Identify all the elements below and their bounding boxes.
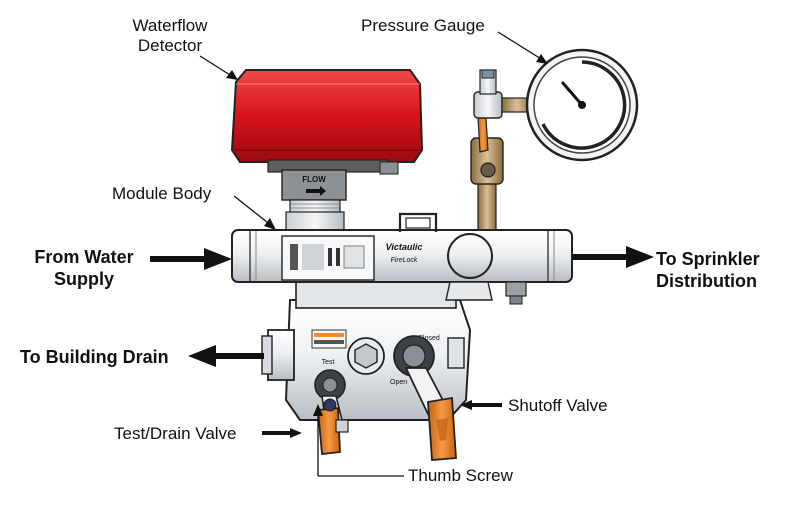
flow-marking: FLOW: [302, 175, 326, 184]
label-waterflow-detector: Waterflow Detector: [132, 16, 208, 55]
label-module-body: Module Body: [112, 184, 212, 203]
test-drain-valve: [314, 369, 349, 455]
closed-marking: Closed: [418, 335, 440, 342]
test-marking: Test: [322, 359, 335, 366]
product-marking: FireLock: [391, 257, 418, 264]
flow-arrows: [150, 246, 654, 435]
shutoff-valve: [393, 335, 457, 461]
label-test-drain-valve: Test/Drain Valve: [114, 424, 237, 443]
label-to-building-drain: To Building Drain: [20, 347, 169, 367]
label-pressure-gauge: Pressure Gauge: [361, 16, 485, 35]
waterflow-detector: FLOW: [230, 69, 424, 231]
label-thumb-screw: Thumb Screw: [408, 466, 513, 485]
label-shutoff-valve: Shutoff Valve: [508, 396, 608, 415]
label-to-sprinkler-distribution: To Sprinkler Distribution: [656, 249, 760, 291]
leader-arrowheads: [226, 54, 548, 438]
module-body: Victaulic FireLock Test Closed Open: [231, 212, 573, 421]
label-from-water-supply: From Water Supply: [34, 247, 134, 289]
open-marking: Open: [390, 379, 407, 386]
pressure-gauge-assembly: [470, 48, 639, 231]
brand-marking: Victaulic: [386, 242, 423, 252]
